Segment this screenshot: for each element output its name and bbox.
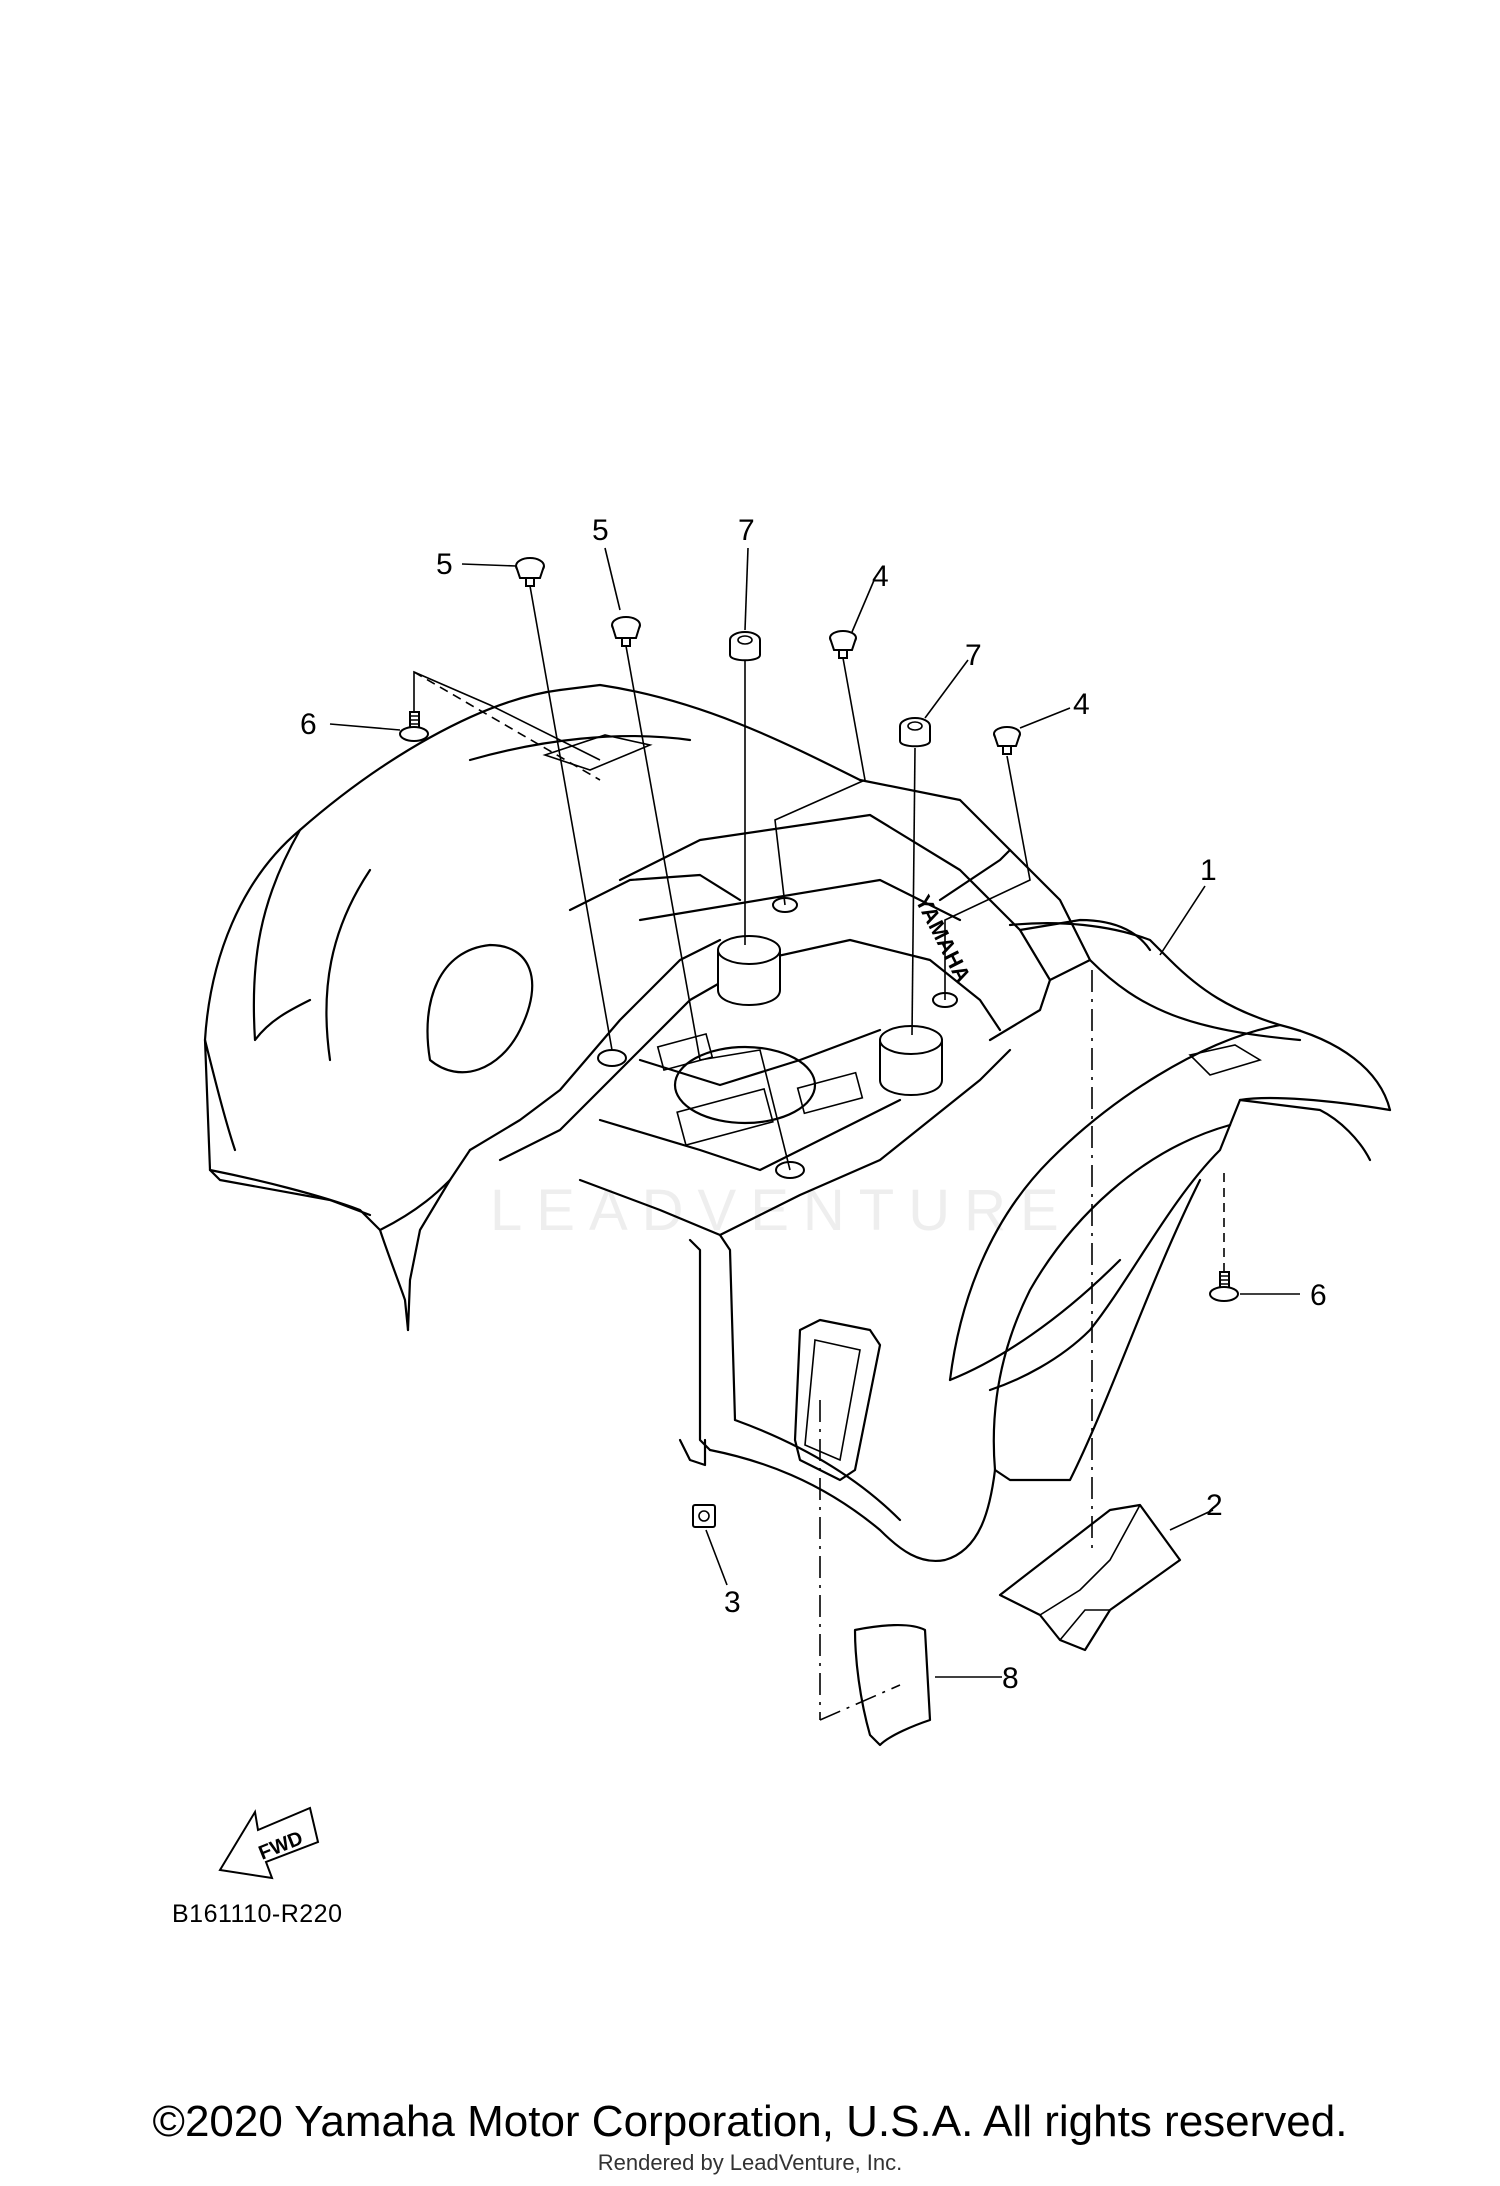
callout-leaders (329, 547, 1300, 1678)
callout-part-5-right: 5 (592, 514, 609, 547)
grommet-part-7-left (729, 631, 761, 662)
watermark-text: LEADVENTURE (490, 1178, 1073, 1243)
copyright-notice: ©2020 Yamaha Motor Corporation, U.S.A. A… (152, 2097, 1348, 2146)
pad-part-8 (853, 1623, 932, 1747)
screw-part-6-left (399, 711, 429, 742)
fwd-arrow-icon: FWD (218, 1806, 320, 1880)
callout-part-6-right: 6 (1310, 1279, 1327, 1312)
under-cover-part-2 (998, 1503, 1182, 1652)
rear-fender-part-1: YAMAHA (203, 683, 1392, 1563)
callout-part-8: 8 (1002, 1662, 1019, 1695)
callout-part-4-right: 4 (1073, 688, 1090, 721)
brand-mark: YAMAHA (911, 891, 976, 987)
bolt-part-5-right (611, 616, 641, 647)
screw-part-6-right (1209, 1271, 1239, 1302)
callout-part-7-left: 7 (738, 514, 755, 547)
callout-part-1: 1 (1200, 854, 1217, 887)
grommet-part-7-right (899, 717, 931, 748)
callout-part-5-left: 5 (436, 548, 453, 581)
rendered-by-notice: Rendered by LeadVenture, Inc. (597, 2150, 903, 2175)
callout-part-4-left: 4 (872, 560, 889, 593)
clip-nut-part-3 (692, 1504, 716, 1528)
bolt-part-4-left (829, 630, 857, 659)
callout-part-3: 3 (724, 1586, 741, 1619)
callout-part-6-left: 6 (300, 708, 317, 741)
callout-part-2: 2 (1206, 1489, 1223, 1522)
assembly-lines (413, 585, 1225, 1721)
bolt-part-5-left (515, 557, 545, 587)
callout-part-7-right: 7 (965, 639, 982, 672)
diagram-code: B161110-R220 (172, 1900, 342, 1928)
bolt-part-4-right (993, 726, 1021, 755)
